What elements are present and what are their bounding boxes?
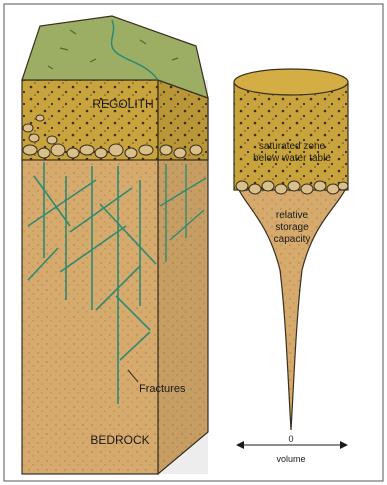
saturated-zone-cylinder: [234, 82, 348, 190]
storage-capacity-label-line2: storage: [275, 222, 309, 233]
bedrock-front-face: [22, 158, 158, 474]
regolith-label: REGOLITH: [92, 97, 153, 111]
volume-axis-zero: 0: [288, 434, 293, 444]
storage-capacity-label-line3: capacity: [274, 234, 311, 245]
saturated-zone-label-line2: below water table: [253, 153, 331, 164]
bedrock-label: BEDROCK: [90, 433, 149, 447]
cylinder-top: [234, 69, 348, 95]
saturated-zone-label-line1: saturated zone: [259, 141, 326, 152]
storage-capacity-label-line1: relative: [276, 210, 309, 221]
regolith-block: REGOLITH Fractures BEDROCK: [22, 16, 208, 474]
volume-axis-label: volume: [276, 454, 305, 464]
fractures-label: Fractures: [139, 383, 186, 395]
